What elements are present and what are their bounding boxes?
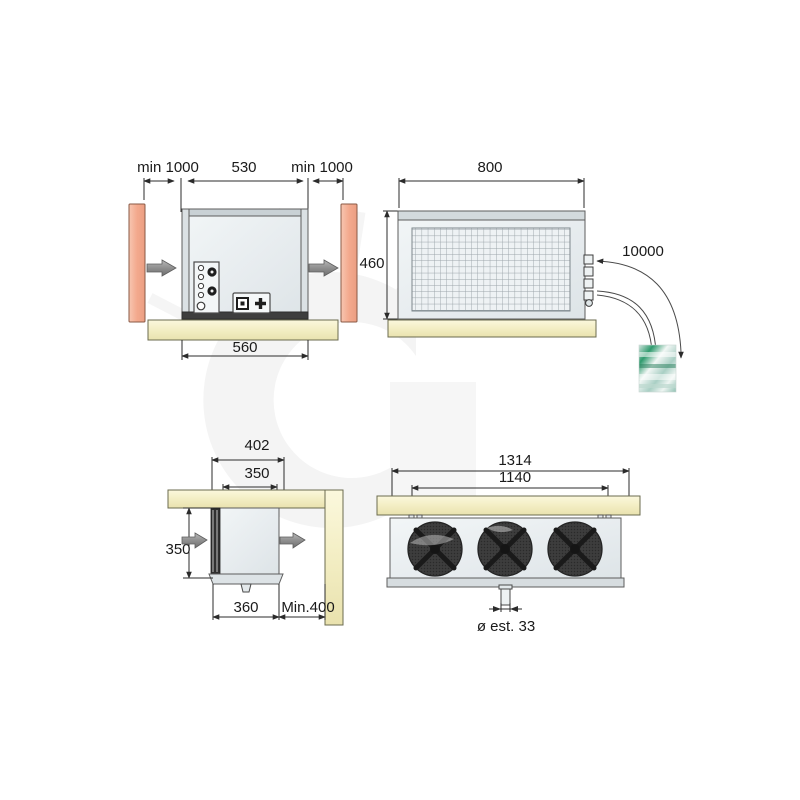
dim-label-bracket-span: 402 xyxy=(244,437,269,454)
dim-ext-lines-bottom-row-left xyxy=(212,584,326,620)
dim-ext-lines-drain xyxy=(500,603,511,612)
evaporator-drain-tray xyxy=(208,573,284,585)
unit-rail-left xyxy=(181,208,190,320)
wall-slab xyxy=(324,489,344,626)
evaporator-fin-pack xyxy=(210,507,221,575)
control-panel[interactable] xyxy=(193,261,220,314)
fan-2 xyxy=(477,521,533,577)
dim-label-mounting-centres: 1140 xyxy=(499,469,531,486)
refrigerant-pipe-runs xyxy=(596,258,684,359)
condenser-housing-top xyxy=(397,210,586,221)
evaporator-body xyxy=(212,507,280,575)
indicator-lamp-1 xyxy=(197,264,205,272)
view-evaporator-side: 402 350 xyxy=(165,437,344,626)
pipe-port-2 xyxy=(583,266,594,277)
floor-slab-left-view xyxy=(147,319,339,341)
dim-label-mount-span: 350 xyxy=(244,465,269,482)
dim-label-unit-height: 460 xyxy=(359,255,384,272)
view-evaporator-front: 1314 1140 xyxy=(376,452,641,635)
pipe-port-3 xyxy=(583,278,594,289)
pipe-connection-ports xyxy=(583,254,594,307)
dim-label-evaporator-depth: 360 xyxy=(233,599,258,616)
ceiling-slab xyxy=(167,489,344,509)
floor-slab-right-view xyxy=(387,319,597,338)
dim-ext-lines-unit-length xyxy=(398,178,585,208)
drain-nipple xyxy=(240,583,252,593)
evap-airflow-arrow-right xyxy=(279,532,306,549)
unit-top-cap xyxy=(188,208,302,217)
indicator-lamp-3 xyxy=(197,282,205,290)
view-condensing-unit-side: 800 460 xyxy=(359,159,684,393)
dim-label-evaporator-height: 350 xyxy=(165,541,190,558)
airflow-arrow-right xyxy=(308,259,339,277)
pipe-port-4 xyxy=(583,290,594,301)
ceiling-slab-front-view xyxy=(376,495,641,516)
terminal-box[interactable] xyxy=(232,292,271,314)
dim-label-pipe-run: 10000 xyxy=(622,243,664,260)
dim-label-clearance-left: min 1000 xyxy=(137,159,199,176)
dim-label-unit-length: 800 xyxy=(477,159,502,176)
evap-airflow-arrow-left xyxy=(181,532,208,549)
dim-label-clearance-right: min 1000 xyxy=(291,159,353,176)
fan-1 xyxy=(407,521,463,577)
condenser-grille xyxy=(411,227,571,312)
unit-rail-right xyxy=(300,208,309,320)
dim-label-overall-length: 1314 xyxy=(498,452,531,469)
dim-label-wall-clearance: Min.400 xyxy=(281,599,334,616)
dim-ext-lines-top-left-view xyxy=(143,178,344,212)
dim-label-unit-width-inner: 530 xyxy=(231,159,256,176)
view-condensing-unit-front-clearance: min 1000 530 min 1000 xyxy=(128,159,358,360)
wall-left xyxy=(128,203,146,323)
airflow-arrow-left xyxy=(146,259,177,277)
pipe-port-1 xyxy=(583,254,594,265)
indicator-lamp-5 xyxy=(196,301,206,311)
pipe-port-valve xyxy=(585,299,593,307)
unit-photo-thumbnail xyxy=(638,344,677,393)
plus-icon xyxy=(255,298,266,309)
indicator-lamp-4 xyxy=(197,291,205,299)
fan-3 xyxy=(547,521,603,577)
indicator-lamp-2 xyxy=(197,273,205,281)
wall-right xyxy=(340,203,358,323)
dim-label-base-width: 560 xyxy=(232,339,257,356)
drain-pipe xyxy=(498,584,513,606)
dim-label-drain-diameter: ø est. 33 xyxy=(477,618,535,635)
